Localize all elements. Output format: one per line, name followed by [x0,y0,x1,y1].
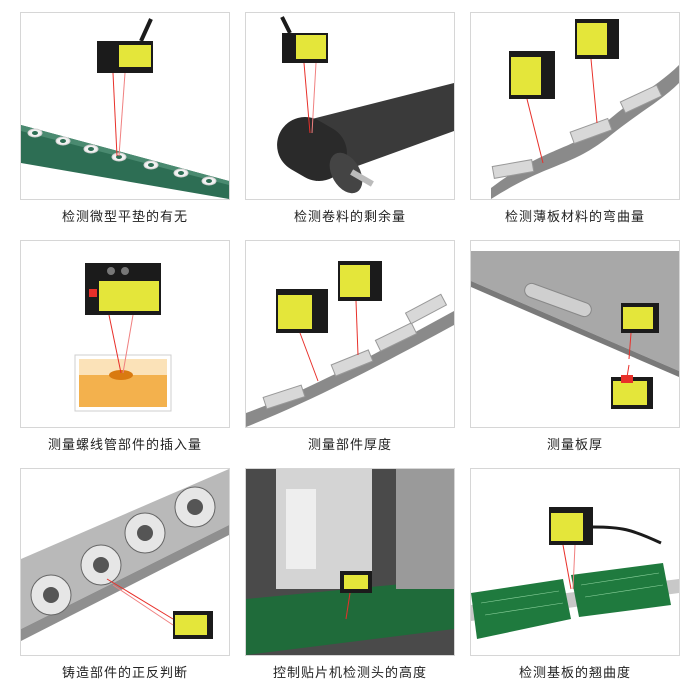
caption-4: 测量螺线管部件的插入量 [47,438,202,453]
illustration-plate-thickness [470,240,680,428]
application-cell-1: 检测微型平垫的有无 [20,12,230,234]
application-cell-4: 测量螺线管部件的插入量 [20,240,230,462]
laser-sensor-icon [97,18,153,73]
illustration-casting-orientation [20,468,230,656]
laser-sensor-icon [509,19,619,99]
caption-1: 检测微型平垫的有无 [61,210,188,225]
caption-9: 检测基板的翘曲度 [518,666,631,681]
laser-sensor-icon [280,16,328,63]
illustration-washer-detection [20,12,230,200]
application-cell-8: 控制贴片机检测头的高度 [245,468,455,690]
laser-sensor-icon [85,263,161,315]
caption-3: 检测薄板材料的弯曲量 [504,210,645,225]
illustration-mounter-head-height [245,468,455,656]
laser-sensor-icon [173,611,213,639]
caption-8: 控制贴片机检测头的高度 [272,666,427,681]
application-cell-7: 铸造部件的正反判断 [20,468,230,690]
application-cell-9: 检测基板的翘曲度 [470,468,680,690]
application-cell-2: 检测卷料的剩余量 [245,12,455,234]
laser-sensor-icon [549,507,662,545]
illustration-solenoid-insertion [20,240,230,428]
caption-2: 检测卷料的剩余量 [293,210,406,225]
caption-7: 铸造部件的正反判断 [61,666,188,681]
illustration-board-warpage [470,468,680,656]
illustration-part-thickness [245,240,455,428]
illustration-sheet-bending [470,12,680,200]
caption-5: 测量部件厚度 [307,438,392,453]
caption-6: 测量板厚 [546,438,603,453]
laser-sensor-icon [340,571,372,593]
laser-sensor-icon [276,261,382,333]
application-cell-5: 测量部件厚度 [245,240,455,462]
application-cell-6: 测量板厚 [470,240,680,462]
application-cell-3: 检测薄板材料的弯曲量 [470,12,680,234]
laser-sensor-icon [611,303,659,409]
illustration-roll-remaining [245,12,455,200]
